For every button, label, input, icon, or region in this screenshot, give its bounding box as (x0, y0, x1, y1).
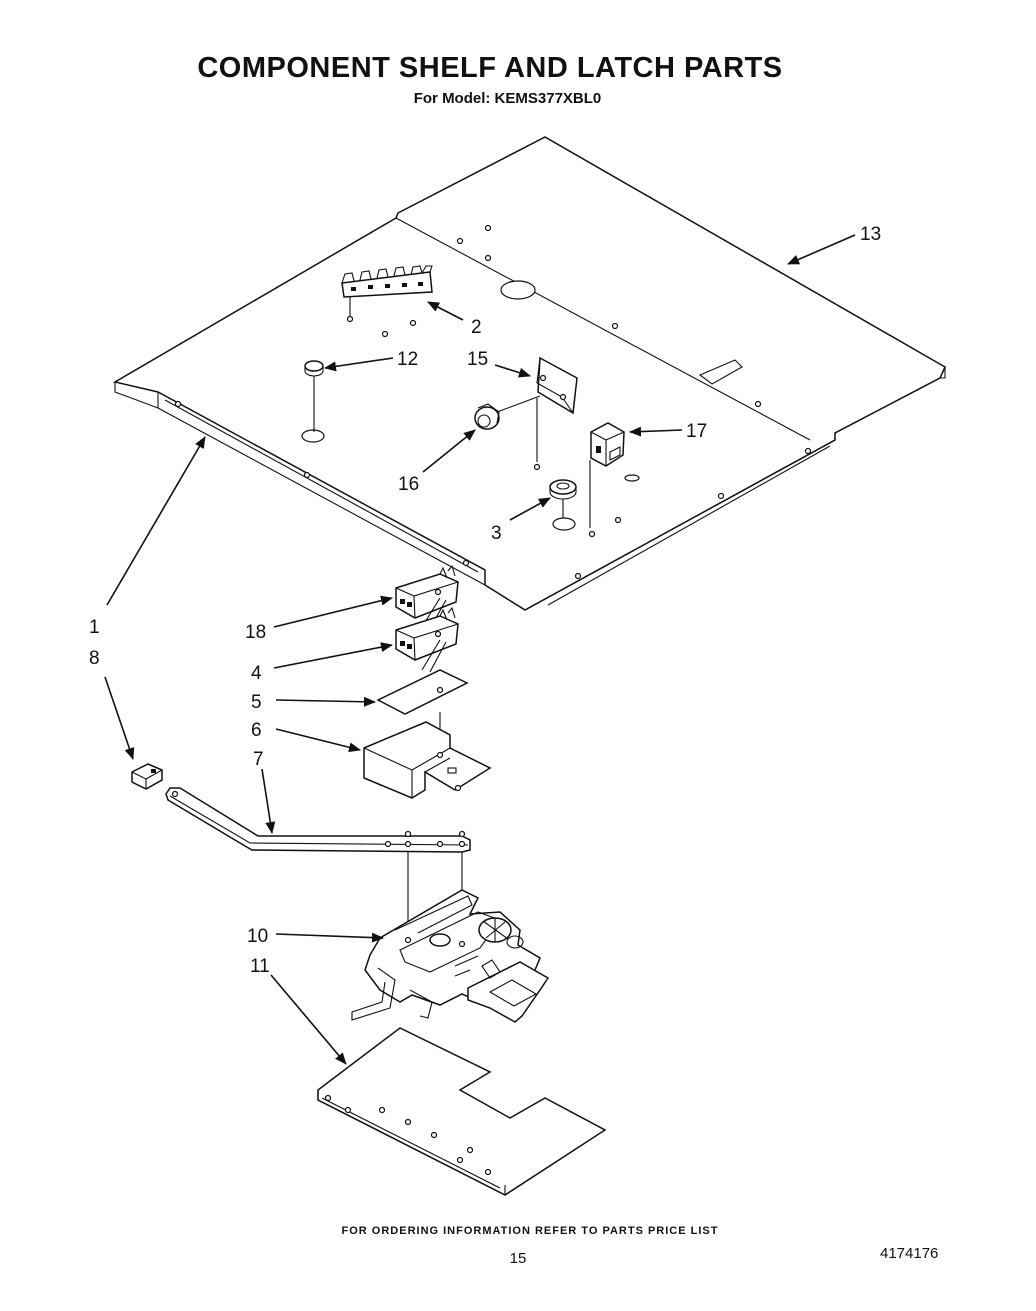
callout-3: 3 (491, 523, 502, 544)
callout-labels: 13 2 12 15 17 16 3 1 8 18 4 5 6 7 10 11 (89, 224, 881, 977)
callout-15: 15 (467, 349, 488, 370)
callout-11: 11 (250, 956, 270, 977)
page-number: 15 (509, 1250, 527, 1267)
callout-8: 8 (89, 648, 100, 669)
callout-7: 7 (253, 749, 264, 770)
callout-6: 6 (251, 720, 262, 741)
callout-18: 18 (245, 622, 266, 643)
terminal-block-part (341, 265, 433, 317)
callout-17: 17 (686, 421, 707, 442)
lower-interlock-switch-part (395, 606, 459, 673)
component-shelf-part (112, 136, 946, 611)
callout-13: 13 (860, 224, 881, 245)
latch-cover-part (317, 1027, 607, 1196)
upper-interlock-switch-part (395, 564, 459, 633)
callout-1: 1 (89, 617, 100, 638)
ordering-note: FOR ORDERING INFORMATION REFER TO PARTS … (341, 1225, 719, 1237)
bracket-part (496, 356, 578, 462)
rod-guide-part (131, 763, 163, 790)
callout-10: 10 (247, 926, 268, 947)
callout-2: 2 (471, 317, 482, 338)
page-title: COMPONENT SHELF AND LATCH PARTS (197, 52, 783, 84)
shelf-foot-part (304, 360, 324, 432)
door-latch-assembly-part (351, 889, 550, 1023)
callout-5: 5 (251, 692, 262, 713)
switch-bracket-part (363, 721, 492, 799)
model-subtitle: For Model: KEMS377XBL0 (413, 90, 602, 107)
grommet-part (549, 479, 577, 518)
latch-link-part (165, 787, 471, 930)
callout-12: 12 (397, 349, 418, 370)
callout-4: 4 (251, 663, 262, 684)
leader-arrows (104, 234, 856, 1065)
thermostat-part (474, 403, 500, 430)
callout-16: 16 (398, 474, 419, 495)
door-switch-part (589, 422, 625, 528)
document-number: 4174176 (880, 1245, 939, 1262)
